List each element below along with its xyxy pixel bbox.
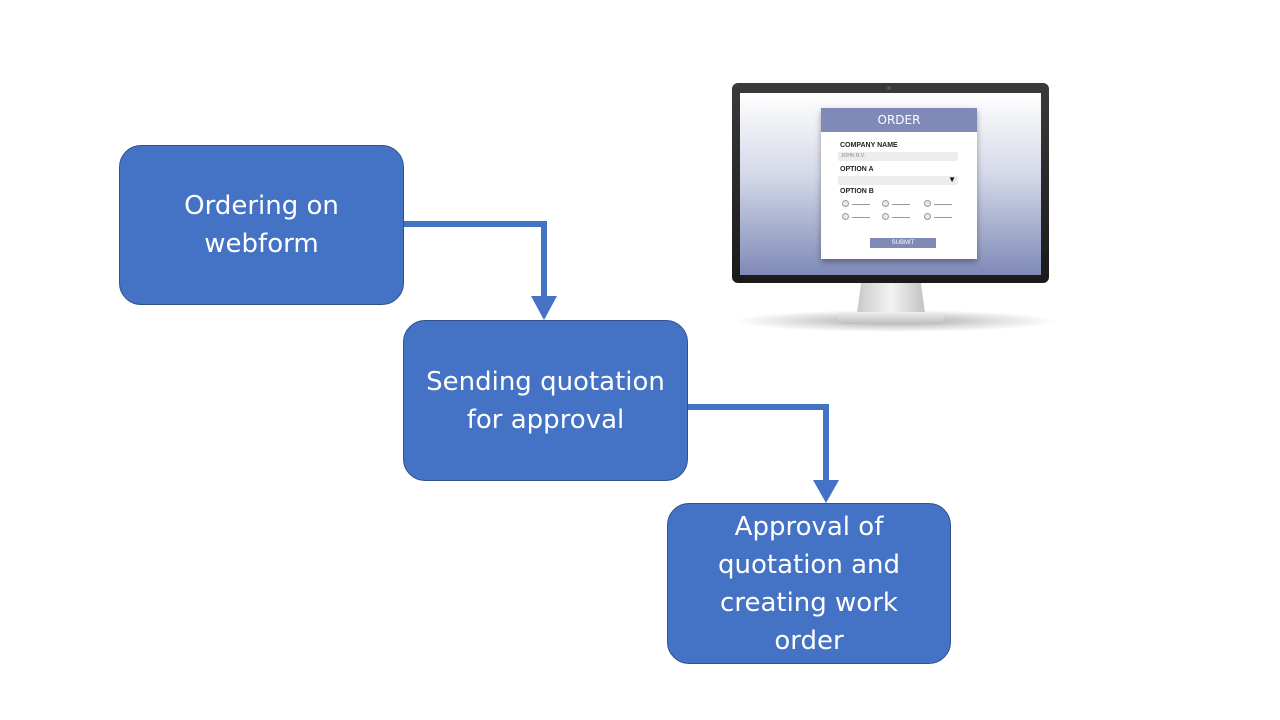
step-label-line: Ordering on	[184, 191, 339, 221]
radio-label-line	[934, 217, 952, 218]
order-form-illustration: ORDER COMPANY NAME JOHN B.V. OPTION A ▼ …	[821, 108, 977, 259]
radio-label-line	[892, 217, 910, 218]
step-label-line: Approval of	[734, 511, 884, 542]
radio-icon	[882, 213, 889, 220]
step-label-line: Sending quotation	[426, 366, 665, 397]
radio-icon	[842, 200, 849, 207]
radio-label-line	[852, 204, 870, 205]
option-a-label: OPTION A	[840, 166, 874, 173]
step-label-line: for approval	[466, 404, 625, 435]
monitor-screen: ORDER COMPANY NAME JOHN B.V. OPTION A ▼ …	[740, 93, 1041, 275]
connector-step2-to-step3	[688, 404, 829, 482]
dropdown-arrow-icon: ▼	[948, 175, 956, 184]
radio-icon	[842, 213, 849, 220]
company-name-value: JOHN B.V.	[841, 153, 865, 159]
connector-step1-to-step2	[404, 221, 547, 298]
radio-icon	[924, 200, 931, 207]
step-label-line: quotation and	[718, 549, 900, 580]
step-label: Sending quotation for approval	[426, 363, 665, 439]
arrowhead-step2	[531, 296, 557, 320]
step-label: Ordering on webform	[184, 187, 339, 263]
submit-button-illustration: SUBMIT	[870, 238, 936, 248]
radio-icon	[924, 213, 931, 220]
order-form-title: ORDER	[821, 108, 977, 132]
company-name-field: JOHN B.V.	[838, 152, 958, 161]
monitor-stand-base	[838, 312, 944, 324]
radio-icon	[882, 200, 889, 207]
step-sending-quotation: Sending quotation for approval	[403, 320, 688, 481]
radio-label-line	[852, 217, 870, 218]
radio-label-line	[934, 204, 952, 205]
step-label-line: creating work	[720, 587, 898, 618]
monitor-stand-neck	[857, 283, 925, 313]
arrowhead-step3	[813, 480, 839, 503]
step-approval-of-quotation: Approval of quotation and creating work …	[667, 503, 951, 664]
step-label-line: order	[774, 625, 844, 656]
monitor-illustration: ORDER COMPANY NAME JOHN B.V. OPTION A ▼ …	[732, 83, 1049, 283]
step-label: Approval of quotation and creating work …	[718, 508, 900, 660]
monitor-camera	[887, 86, 891, 90]
step-label-line: webform	[204, 229, 319, 259]
option-a-dropdown: ▼	[838, 175, 958, 185]
step-ordering-on-webform: Ordering on webform	[119, 145, 404, 305]
option-b-label: OPTION B	[840, 188, 874, 195]
radio-label-line	[892, 204, 910, 205]
company-name-label: COMPANY NAME	[840, 142, 898, 149]
